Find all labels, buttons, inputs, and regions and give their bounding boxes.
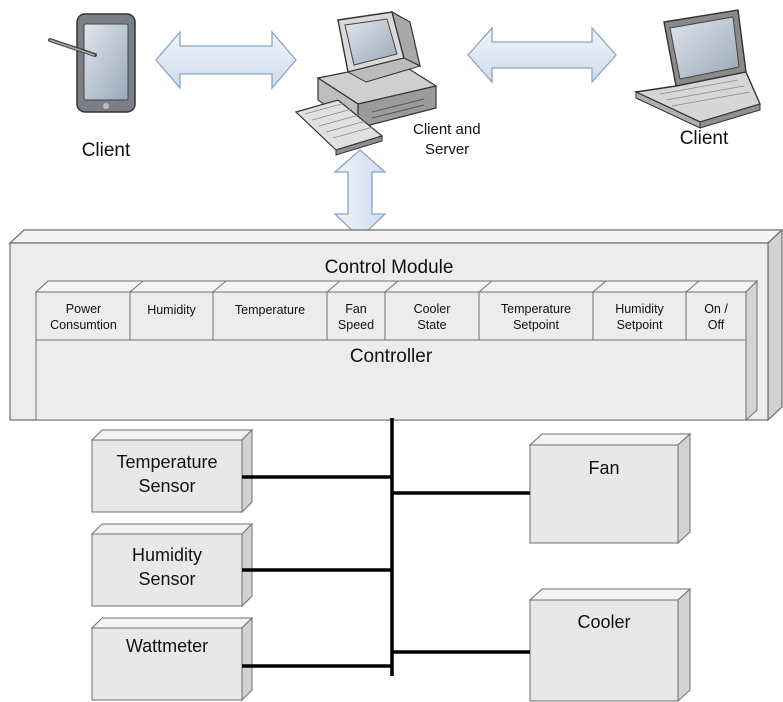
- bidirectional-arrow-right: [467, 26, 617, 84]
- bidirectional-arrow-vertical: [333, 149, 387, 239]
- cell-cooler-state: Cooler State: [385, 294, 479, 340]
- humidity-sensor-box: [90, 522, 254, 608]
- cell-fan-speed: Fan Speed: [327, 294, 385, 340]
- temperature-sensor-label: Temperature Sensor: [92, 450, 242, 498]
- bidirectional-arrow-left: [155, 30, 297, 90]
- cell-line1: Cooler: [413, 302, 451, 316]
- desktop-computer-icon: [294, 10, 438, 156]
- cell-line2: Consumtion: [50, 318, 117, 332]
- controller-label: Controller: [349, 346, 433, 367]
- humidity-sensor-label: Humidity Sensor: [92, 543, 242, 591]
- cell-line2: Setpoint: [616, 318, 663, 332]
- device-line2: Sensor: [138, 476, 196, 496]
- temperature-sensor-box: [90, 428, 254, 514]
- cell-line2: Off: [707, 318, 725, 332]
- cell-line1: Temperature: [500, 302, 572, 316]
- cell-line1: Humidity: [147, 303, 196, 317]
- device-line1: Humidity: [131, 545, 202, 565]
- fan-label: Fan: [588, 458, 620, 478]
- server-label-line2: Server: [425, 141, 470, 158]
- bus-wiring: [242, 418, 530, 676]
- cell-humidity-setpoint: Humidity Setpoint: [593, 294, 686, 340]
- fan-box: [528, 432, 692, 545]
- cell-dividers: [129, 280, 700, 340]
- laptop-icon: [633, 9, 761, 129]
- server-label: Client and Server: [413, 120, 481, 160]
- wattmeter-label: Wattmeter: [125, 636, 209, 656]
- cooler-label: Cooler: [577, 612, 631, 632]
- cell-line1: On /: [704, 302, 728, 316]
- control-module-title: Control Module: [324, 257, 454, 278]
- tablet-icon: [48, 13, 136, 113]
- client-left-label: Client: [81, 140, 131, 161]
- cell-line2: State: [417, 318, 447, 332]
- cooler-box: [528, 587, 692, 702]
- cell-line1: Power: [65, 302, 102, 316]
- cell-temperature-setpoint: Temperature Setpoint: [479, 294, 593, 340]
- server-label-line1: Client and: [413, 121, 481, 138]
- cell-line1: Humidity: [615, 302, 664, 316]
- cell-on-off: On / Off: [686, 294, 746, 340]
- cell-line2: Speed: [337, 318, 375, 332]
- cell-line1: Temperature: [234, 303, 306, 317]
- cell-power-consumption: Power Consumtion: [37, 294, 130, 340]
- cell-line1: Fan: [345, 302, 367, 316]
- device-line1: Temperature: [116, 452, 218, 472]
- cell-temperature: Temperature: [213, 292, 327, 328]
- cell-line2: Setpoint: [513, 318, 559, 332]
- client-right-label: Client: [679, 128, 729, 149]
- wattmeter-box: [90, 616, 254, 702]
- cell-humidity: Humidity: [130, 292, 213, 328]
- device-line2: Sensor: [138, 569, 196, 589]
